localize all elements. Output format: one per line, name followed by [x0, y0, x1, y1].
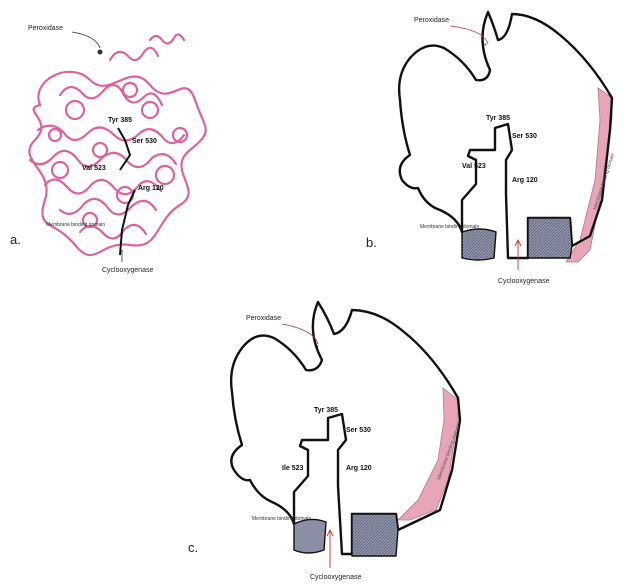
cyclooxygenase-arrow	[515, 240, 521, 270]
panel-b: Peroxidase * Tyr 385 Ser 530 Val 523 Arg…	[366, 12, 616, 285]
val-523-label: Val 523	[82, 165, 106, 172]
panel-b-letter: b.	[366, 235, 377, 250]
ser-530-label: Ser 530	[132, 138, 157, 145]
binding-pocket-left	[462, 229, 496, 260]
cyclooxygenase-label: Cyclooxygenase	[102, 267, 153, 274]
peroxidase-label: Peroxidase	[246, 315, 281, 322]
membrane-binding-label: Membrane binding domain	[46, 222, 105, 228]
cyclooxygenase-label: Cyclooxygenase	[498, 278, 549, 285]
val-523-label: Val 523	[462, 163, 486, 170]
binding-pocket-right	[352, 514, 398, 556]
pocket-label: Membrane binding domain	[420, 224, 479, 230]
arg-120-label: Arg 120	[512, 177, 538, 184]
ser-530-label: Ser 530	[346, 427, 371, 434]
tyr-385-label: Tyr 385	[314, 407, 338, 414]
peroxidase-marker	[98, 50, 103, 55]
cyclooxygenase-arrow	[327, 530, 333, 568]
peroxidase-pointer	[72, 32, 100, 48]
tyr-385-label: Tyr 385	[108, 117, 132, 124]
peroxidase-star: *	[484, 43, 487, 50]
cyclooxygenase-label: Cyclooxygenase	[310, 574, 361, 581]
arg-120-label: Arg 120	[138, 185, 164, 192]
ser-530-label: Ser 530	[512, 133, 537, 140]
binding-pocket-left	[294, 519, 326, 553]
peroxidase-star: *	[316, 345, 319, 352]
peroxidase-label: Peroxidase	[28, 25, 63, 32]
binding-pocket-right	[528, 218, 572, 258]
tyr-385-label: Tyr 385	[486, 115, 510, 122]
panel-a-letter: a.	[10, 232, 21, 247]
ile-523-label: Ile 523	[282, 465, 304, 472]
peroxidase-label: Peroxidase	[414, 17, 449, 24]
panel-c: Peroxidase * Tyr 385 Ser 530 Ile 523 Arg…	[188, 302, 462, 581]
panel-a: Peroxidase Tyr 385 Ser 530 Val 523 Arg 1…	[10, 25, 206, 274]
panel-c-letter: c.	[188, 540, 198, 555]
protein-outline	[399, 12, 612, 258]
pocket-label: Membrane binding domain	[252, 516, 311, 522]
arg-120-label: Arg 120	[346, 465, 372, 472]
